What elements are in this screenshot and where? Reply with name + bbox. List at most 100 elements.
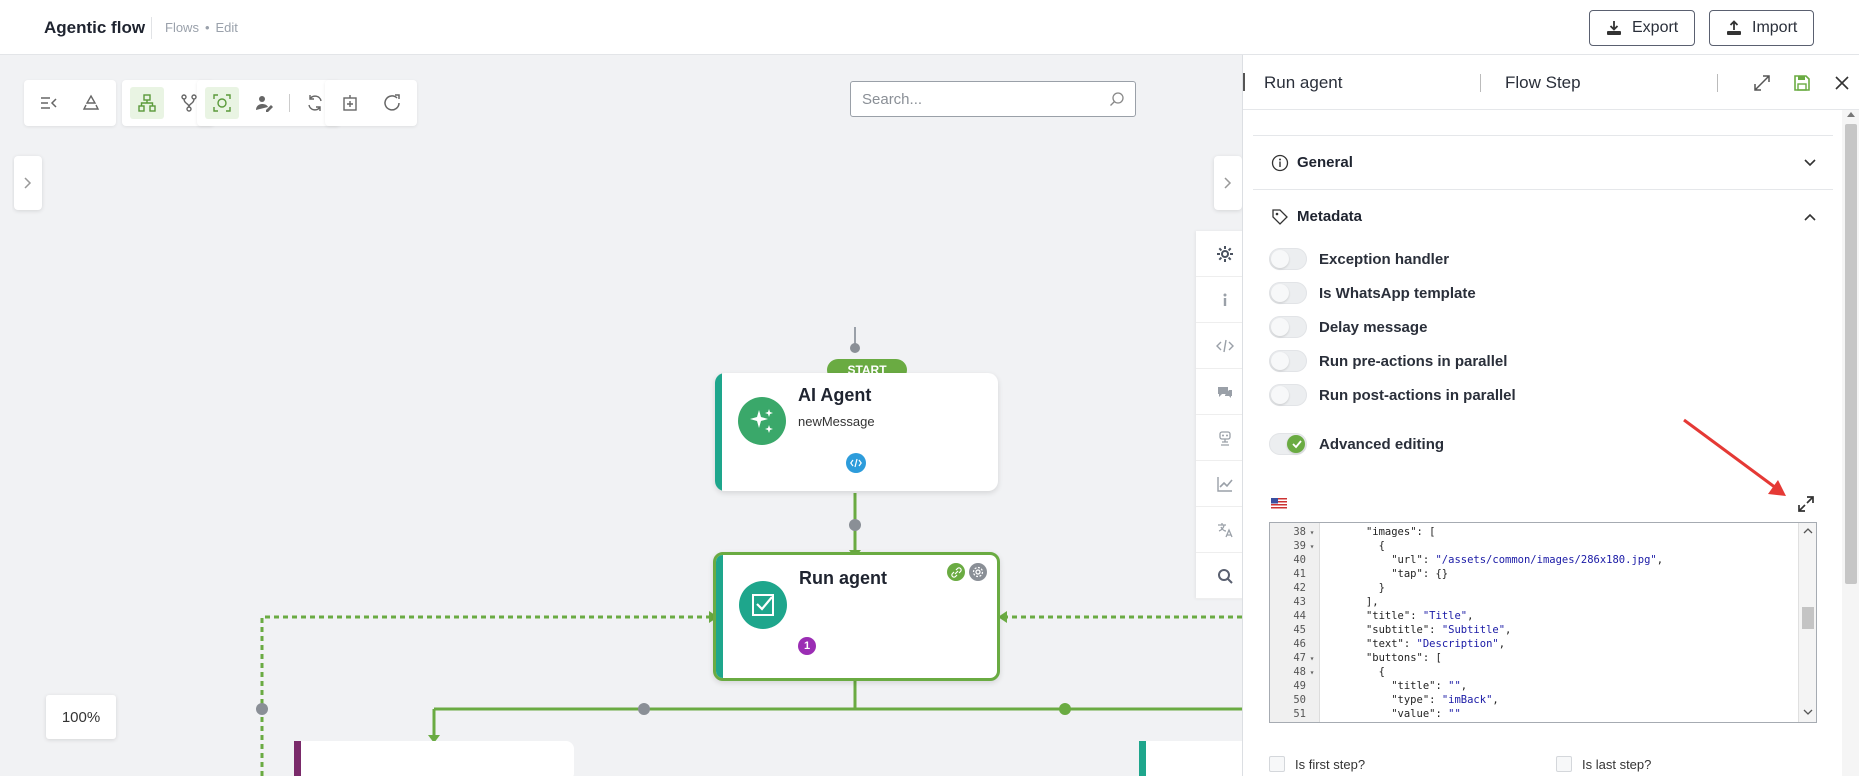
- line-number: 51: [1293, 708, 1306, 720]
- json-code-editor[interactable]: 38▾ "images": [39▾ {40 "url": "/assets/c…: [1269, 522, 1817, 723]
- tag-icon: [1272, 209, 1288, 225]
- canvas-search: [850, 81, 1136, 117]
- first-step-checkbox[interactable]: [1269, 756, 1285, 772]
- code-tool[interactable]: [1196, 323, 1242, 369]
- code-text: }: [1328, 582, 1385, 594]
- branch-view-button[interactable]: [172, 87, 206, 119]
- link-icon[interactable]: [947, 563, 965, 581]
- line-number: 39: [1293, 540, 1306, 552]
- general-section[interactable]: General: [1253, 135, 1833, 189]
- search-tool[interactable]: [1196, 553, 1242, 599]
- edit-users-button[interactable]: [247, 87, 281, 119]
- info-tool[interactable]: [1196, 277, 1242, 323]
- chat-tool[interactable]: [1196, 369, 1242, 415]
- scroll-up-arrow[interactable]: [1847, 112, 1855, 117]
- refresh-button[interactable]: [298, 87, 332, 119]
- tree-view-button[interactable]: [130, 87, 164, 119]
- toggle-switch[interactable]: [1269, 350, 1307, 372]
- metadata-section[interactable]: Metadata: [1253, 189, 1833, 243]
- node-title: Run agent: [799, 568, 887, 588]
- fold-caret-icon[interactable]: ▾: [1309, 528, 1315, 537]
- editor-scrollbar-thumb[interactable]: [1802, 607, 1814, 629]
- collapse-menu-button[interactable]: [32, 87, 66, 119]
- us-flag-icon[interactable]: [1271, 498, 1287, 509]
- agents-tool[interactable]: [1196, 415, 1242, 461]
- toggle-advanced-editing[interactable]: Advanced editing: [1269, 430, 1444, 458]
- toggle-switch[interactable]: [1269, 384, 1307, 406]
- toolbar-group-layout: [24, 80, 116, 126]
- right-panel-toggle[interactable]: [1214, 156, 1242, 210]
- scroll-up-arrow[interactable]: [1803, 527, 1813, 534]
- save-button[interactable]: [1791, 72, 1813, 94]
- node-subtitle: newMessage: [798, 414, 875, 429]
- download-icon: [1607, 21, 1621, 35]
- import-button[interactable]: Import: [1709, 10, 1815, 46]
- node-stripe: [716, 555, 723, 678]
- focus-view-button[interactable]: [205, 87, 239, 119]
- reset-button[interactable]: [375, 87, 409, 119]
- last-step-row[interactable]: Is last step?: [1556, 755, 1651, 773]
- flow-canvas[interactable]: START AI Agent newMessage Run agent 1: [12, 55, 1242, 776]
- ai-agent-node[interactable]: AI Agent newMessage: [715, 373, 998, 491]
- search-icon[interactable]: [1109, 91, 1125, 107]
- fold-caret-icon[interactable]: ▾: [1309, 668, 1315, 677]
- first-step-row[interactable]: Is first step?: [1269, 755, 1365, 773]
- expand-editor-icon[interactable]: [1797, 495, 1815, 513]
- translate-tool[interactable]: [1196, 507, 1242, 553]
- panel-header: Run agent Flow Step: [1243, 55, 1859, 110]
- import-label: Import: [1752, 19, 1798, 36]
- toggle-switch[interactable]: [1269, 433, 1307, 455]
- scroll-down-arrow[interactable]: [1803, 709, 1813, 716]
- toggle-pre-actions-parallel[interactable]: Run pre-actions in parallel: [1269, 347, 1507, 375]
- toolbar-group-edit: [197, 80, 340, 126]
- add-step-button[interactable]: [333, 87, 367, 119]
- toggle-label: Exception handler: [1319, 250, 1450, 268]
- rotate-icon: [384, 94, 400, 111]
- close-panel-button[interactable]: [1831, 72, 1853, 94]
- toggle-whatsapp-template[interactable]: Is WhatsApp template: [1269, 279, 1476, 307]
- settings-tool[interactable]: [1196, 231, 1242, 277]
- toggle-post-actions-parallel[interactable]: Run post-actions in parallel: [1269, 381, 1516, 409]
- toggle-switch[interactable]: [1269, 282, 1307, 304]
- line-number: 45: [1293, 624, 1306, 636]
- header-divider: [1480, 74, 1481, 92]
- analytics-tool[interactable]: [1196, 461, 1242, 507]
- left-panel-toggle[interactable]: [14, 156, 42, 210]
- fold-caret-icon[interactable]: ▾: [1309, 542, 1315, 551]
- code-text: "value": "": [1391, 708, 1461, 720]
- code-text: {: [1328, 666, 1385, 678]
- toggle-switch[interactable]: [1269, 316, 1307, 338]
- toggle-switch[interactable]: [1269, 248, 1307, 270]
- search-input[interactable]: [851, 82, 1091, 116]
- code-text: "title": "",: [1391, 680, 1468, 692]
- toggle-exception-handler[interactable]: Exception handler: [1269, 245, 1449, 273]
- code-line: 50 "type": "imBack",: [1270, 693, 1798, 707]
- chevron-up-icon: [1804, 213, 1816, 221]
- recycle-button[interactable]: [74, 87, 108, 119]
- code-icon: [1216, 339, 1234, 352]
- line-number: 44: [1293, 610, 1306, 622]
- export-button[interactable]: Export: [1589, 10, 1696, 46]
- code-text: "subtitle": "Subtitle",: [1365, 624, 1512, 636]
- panel-scrollbar[interactable]: [1842, 110, 1859, 776]
- last-step-checkbox[interactable]: [1556, 756, 1572, 772]
- fold-caret-icon[interactable]: ▾: [1309, 654, 1315, 663]
- info-icon: [1271, 154, 1289, 172]
- code-badge-icon[interactable]: [846, 453, 866, 473]
- line-chart-icon: [1217, 476, 1233, 492]
- last-step-label: Is last step?: [1582, 756, 1652, 772]
- toggle-delay-message[interactable]: Delay message: [1269, 313, 1427, 341]
- code-text: "images": [: [1365, 526, 1436, 538]
- zoom-level[interactable]: 100%: [46, 695, 116, 739]
- run-agent-node[interactable]: Run agent 1: [713, 552, 1000, 681]
- line-number: 46: [1293, 638, 1306, 650]
- scrollbar-thumb[interactable]: [1845, 124, 1857, 584]
- code-line: 43 ],: [1270, 595, 1798, 609]
- gear-icon[interactable]: [969, 563, 987, 581]
- chevron-down-icon: [1804, 159, 1816, 167]
- expand-panel-button[interactable]: [1751, 72, 1773, 94]
- gear-icon: [1217, 245, 1233, 262]
- code-text: "buttons": [: [1365, 652, 1442, 664]
- editor-scrollbar[interactable]: [1798, 523, 1816, 722]
- breadcrumb-flows[interactable]: Flows: [165, 20, 199, 35]
